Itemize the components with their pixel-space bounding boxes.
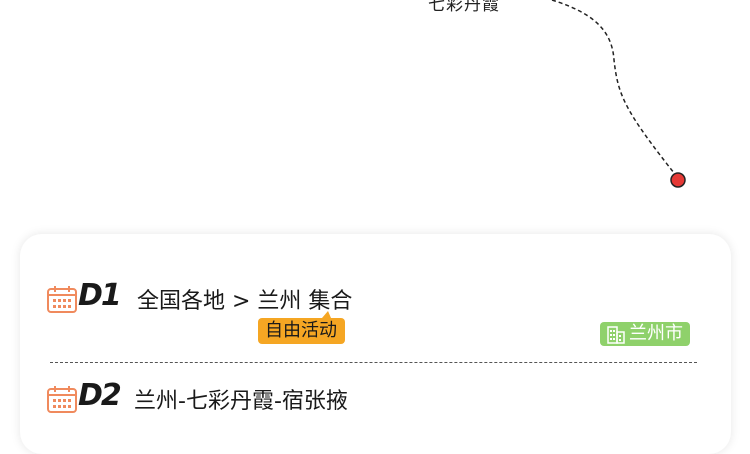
calendar-icon xyxy=(47,286,77,313)
route-dashed-path xyxy=(551,0,679,179)
route-map: 七彩丹霞 xyxy=(428,0,686,188)
itinerary-card: D1 全国各地 > 兰州 集合 自由活动 兰州市 xyxy=(20,234,731,454)
city-badge-label: 兰州市 xyxy=(629,323,683,344)
day-title: 全国各地 > 兰州 集合 xyxy=(137,289,353,314)
day-divider xyxy=(50,362,697,363)
day-title: 兰州-七彩丹霞-宿张掖 xyxy=(134,389,348,414)
activity-tag: 自由活动 xyxy=(258,311,345,344)
day-code: D1 xyxy=(78,278,122,313)
building-icon xyxy=(607,326,625,344)
destination-marker[interactable] xyxy=(670,172,686,188)
city-badge: 兰州市 xyxy=(600,322,690,346)
route-path-svg xyxy=(551,0,686,188)
calendar-icon xyxy=(47,386,77,413)
destination-label: 七彩丹霞 xyxy=(428,0,500,15)
day-code: D2 xyxy=(78,378,122,413)
